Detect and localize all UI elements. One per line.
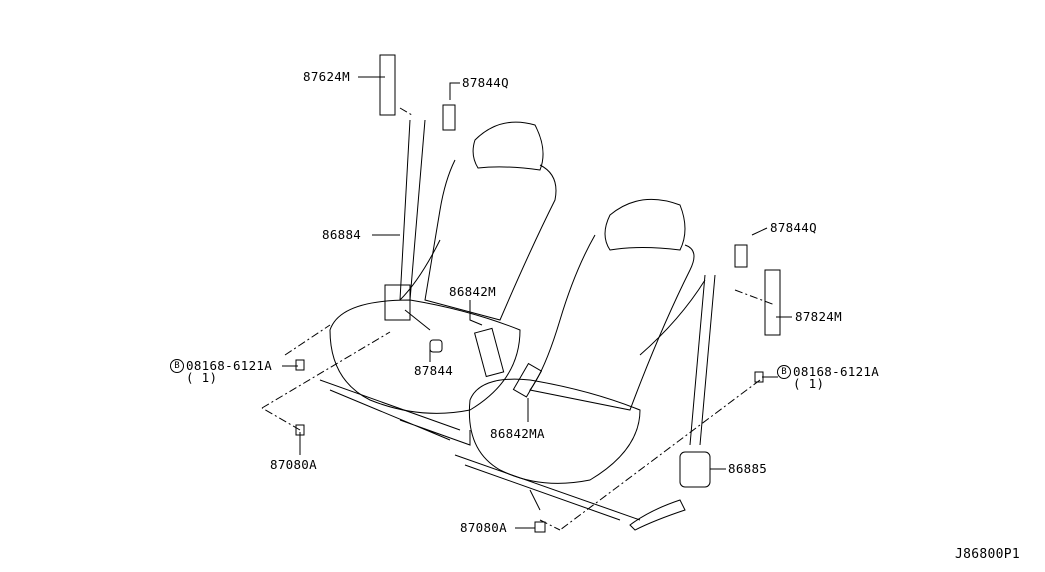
label-87624M: 87624M	[303, 69, 350, 84]
seat-belts	[295, 54, 781, 533]
label-86842MA: 86842MA	[490, 426, 545, 441]
right-seat	[454, 198, 695, 521]
label-86885: 86885	[728, 461, 768, 476]
label-87080A-left: 87080A	[270, 457, 317, 472]
label-bolt-right-qty: ( 1)	[793, 376, 825, 391]
label-87844: 87844	[414, 363, 454, 378]
dash-lines	[261, 107, 776, 531]
label-87844Q-left: 87844Q	[462, 75, 509, 90]
label-87080A-bottom: 87080A	[460, 520, 507, 535]
leader-lines	[282, 76, 792, 529]
label-87844Q-right: 87844Q	[770, 220, 817, 235]
label-86842M: 86842M	[449, 284, 496, 299]
label-bolt-left-qty: ( 1)	[186, 370, 218, 385]
bolt-marker-right: B	[777, 365, 791, 379]
bolt-marker-left: B	[170, 359, 184, 373]
diagram-id: J86800P1	[955, 547, 1021, 562]
label-86884: 86884	[322, 227, 362, 242]
label-bolt-right: 08168-6121A	[793, 364, 880, 379]
label-87824M: 87824M	[795, 309, 842, 324]
left-seat	[319, 121, 557, 446]
label-bolt-left: 08168-6121A	[186, 358, 273, 373]
